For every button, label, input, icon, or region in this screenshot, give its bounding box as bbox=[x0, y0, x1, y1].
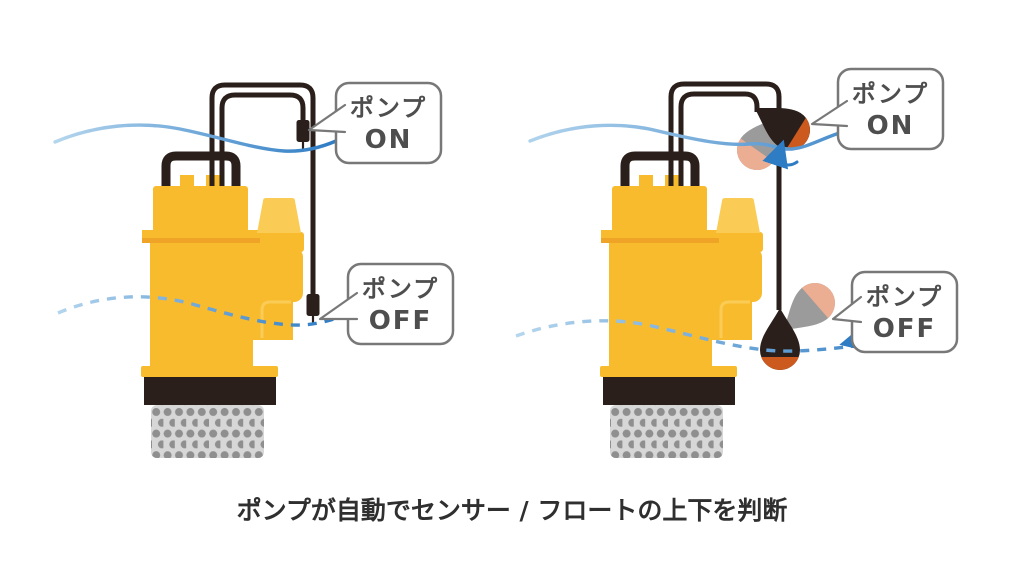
bubble-right-off: ポンプ OFF bbox=[831, 270, 959, 354]
low-water-line-left bbox=[57, 295, 347, 327]
bubble-right-on-line1: ポンプ bbox=[852, 80, 929, 108]
right-cable-off-float bbox=[668, 81, 782, 310]
left-pump bbox=[141, 156, 304, 458]
bubble-left-on-line2: ON bbox=[365, 125, 413, 155]
bubble-left-off-line2: OFF bbox=[369, 306, 433, 336]
water-sensor-off bbox=[306, 294, 320, 316]
right-cable-on-float bbox=[678, 91, 760, 186]
bubble-left-off-line1: ポンプ bbox=[362, 275, 439, 303]
bubble-right-off-line2: OFF bbox=[873, 314, 937, 344]
bubble-right-off-line1: ポンプ bbox=[866, 283, 943, 311]
left-cable-on-sensor bbox=[219, 92, 306, 186]
left-cable-off-sensor bbox=[209, 82, 316, 294]
high-water-line-left bbox=[53, 123, 338, 153]
bubble-left-on-line1: ポンプ bbox=[350, 94, 427, 122]
float-up-arrow bbox=[762, 139, 799, 170]
bubble-left-on: ポンプ ON bbox=[307, 81, 443, 165]
water-sensor-on bbox=[296, 120, 310, 142]
bubble-right-on: ポンプ ON bbox=[810, 67, 945, 151]
bubble-right-on-line2: ON bbox=[867, 111, 915, 141]
bubble-left-off: ポンプ OFF bbox=[318, 262, 455, 346]
right-pump bbox=[600, 156, 763, 458]
low-water-line-right bbox=[515, 319, 917, 353]
caption-text: ポンプが自動でセンサー / フロートの上下を判断 bbox=[237, 496, 788, 525]
